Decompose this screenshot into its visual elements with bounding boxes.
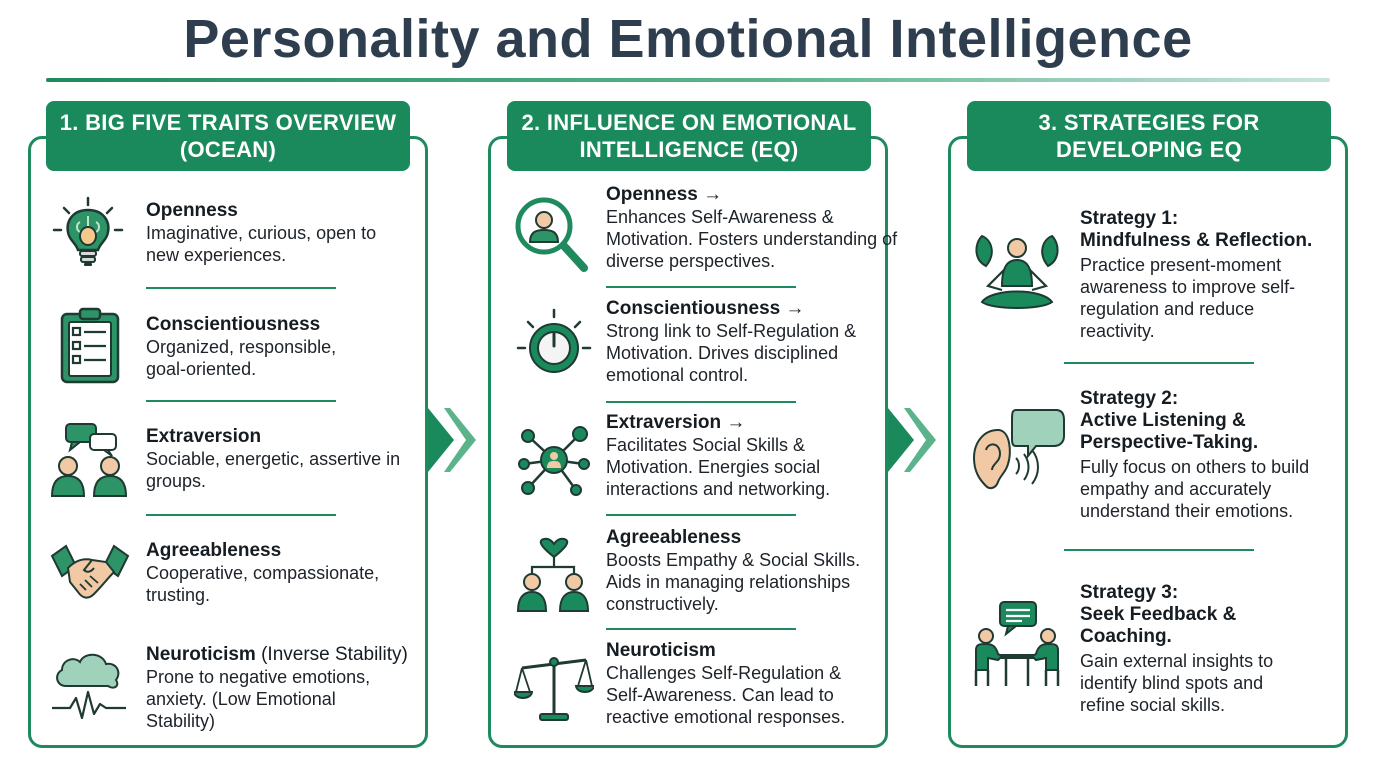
strategy-label: Strategy 3: bbox=[1080, 582, 1179, 603]
divider bbox=[1064, 362, 1254, 364]
influence-desc: Enhances Self-Awareness & Motivation. Fo… bbox=[606, 207, 898, 271]
handshake-icon bbox=[50, 544, 130, 599]
influence-name: Neuroticism bbox=[606, 640, 716, 661]
panel-eq-influence-header-line1: 2. INFLUENCE ON EMOTIONAL bbox=[521, 110, 857, 135]
ear-speech-icon bbox=[972, 409, 1065, 490]
trait-desc: Imaginative, curious, open to new experi… bbox=[146, 223, 377, 265]
panel-eq-influence-header: 2. INFLUENCE ON EMOTIONAL INTELLIGENCE (… bbox=[507, 101, 871, 171]
divider bbox=[606, 514, 796, 516]
feedback-meeting-icon bbox=[974, 601, 1060, 686]
strategy-label: Strategy 1: bbox=[1080, 208, 1179, 229]
people-chat-icon bbox=[50, 423, 128, 497]
lightbulb-brain-icon bbox=[52, 196, 124, 266]
network-icon bbox=[518, 426, 590, 496]
divider bbox=[606, 286, 796, 288]
divider bbox=[606, 401, 796, 403]
divider bbox=[606, 628, 796, 630]
strategy-name: Seek Feedback & Coaching. bbox=[1080, 604, 1237, 647]
page-title: Personality and Emotional Intelligence bbox=[183, 9, 1193, 69]
strategy-name: Mindfulness & Reflection. bbox=[1080, 230, 1313, 251]
title-divider bbox=[46, 78, 1330, 82]
divider bbox=[146, 287, 336, 289]
panel-big-five-header-line2: (OCEAN) bbox=[179, 137, 277, 162]
balance-scale-icon bbox=[514, 657, 594, 721]
cloud-pulse-icon bbox=[52, 653, 126, 720]
strategy-label: Strategy 2: bbox=[1080, 388, 1179, 409]
chevron-right-icon bbox=[428, 408, 476, 472]
trait-name: Agreeableness bbox=[146, 540, 282, 561]
strategy-desc: Fully focus on others to build empathy a… bbox=[1080, 457, 1310, 521]
trait-desc: Organized, responsible, goal-oriented. bbox=[146, 337, 337, 379]
strategy-name: Active Listening & Perspective-Taking. bbox=[1080, 410, 1259, 453]
strategy-desc: Gain external insights to identify blind… bbox=[1080, 651, 1274, 715]
trait-name-sub: (Inverse Stability) bbox=[255, 644, 408, 665]
panel-strategies-header-line2: DEVELOPING EQ bbox=[1055, 137, 1243, 162]
panel-strategies-header-line1: 3. STRATEGIES FOR bbox=[1038, 110, 1260, 135]
divider bbox=[146, 514, 336, 516]
magnifier-person-icon bbox=[515, 197, 588, 272]
influence-name: Conscientiousness → bbox=[606, 298, 805, 319]
panel-strategies-header: 3. STRATEGIES FOR DEVELOPING EQ bbox=[967, 101, 1331, 171]
dial-icon bbox=[516, 308, 592, 373]
trait-desc: Prone to negative emotions, anxiety. (Lo… bbox=[146, 667, 371, 731]
heart-people-icon bbox=[516, 537, 590, 612]
influence-name: Openness → bbox=[606, 184, 723, 205]
influence-desc: Facilitates Social Skills & Motivation. … bbox=[606, 435, 831, 499]
chevron-right-icon bbox=[888, 408, 936, 472]
trait-name: Conscientiousness bbox=[146, 314, 321, 335]
trait-name-main: Neuroticism bbox=[146, 644, 256, 665]
strategy-desc: Practice present-moment awareness to imp… bbox=[1080, 255, 1296, 341]
influence-desc: Boosts Empathy & Social Skills. Aids in … bbox=[606, 550, 861, 614]
divider bbox=[1064, 549, 1254, 551]
panel-big-five-header: 1. BIG FIVE TRAITS OVERVIEW (OCEAN) bbox=[46, 101, 410, 171]
trait-name: Openness bbox=[146, 200, 238, 221]
divider bbox=[146, 400, 336, 402]
influence-name: Agreeableness bbox=[606, 527, 742, 548]
meditation-icon bbox=[975, 234, 1059, 309]
trait-desc: Sociable, energetic, assertive in groups… bbox=[146, 449, 401, 491]
trait-name: Neuroticism (Inverse Stability) bbox=[146, 644, 436, 666]
clipboard-checklist-icon bbox=[60, 307, 120, 384]
trait-name: Extraversion bbox=[146, 426, 262, 447]
influence-name: Extraversion → bbox=[606, 412, 746, 433]
panel-big-five-header-line1: 1. BIG FIVE TRAITS OVERVIEW bbox=[59, 110, 397, 135]
trait-desc: Cooperative, compassionate, trusting. bbox=[146, 563, 380, 605]
influence-desc: Strong link to Self-Regulation & Motivat… bbox=[606, 321, 857, 385]
panel-eq-influence-header-line2: INTELLIGENCE (EQ) bbox=[579, 137, 799, 162]
influence-desc: Challenges Self-Regulation & Self-Awaren… bbox=[606, 663, 846, 727]
